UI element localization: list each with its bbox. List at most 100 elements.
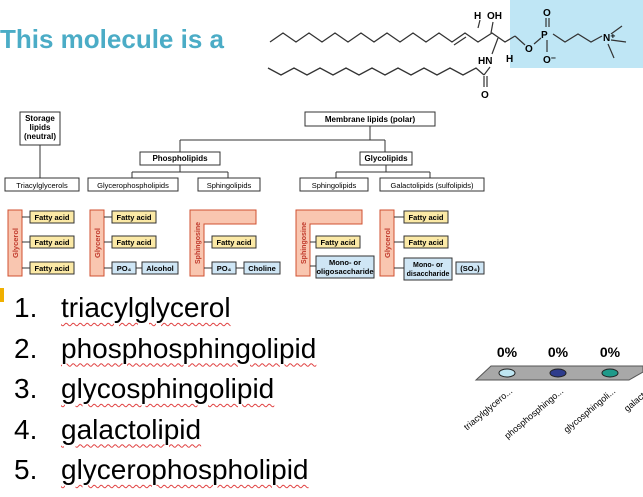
membrane-lipids-label: Membrane lipids (polar) — [325, 115, 416, 124]
option-text: triacylglycerol — [61, 292, 231, 323]
answer-option-4[interactable]: 4. galactolipid — [14, 410, 316, 451]
methyl-3 — [607, 43, 615, 59]
c2-n-bond — [491, 37, 499, 55]
poll-results: 0% 0% 0% triacylglycero... phosphosphing… — [462, 344, 643, 441]
gp-alcohol — [141, 261, 179, 275]
answer-option-3[interactable]: 3. glycosphingolipid — [14, 369, 316, 410]
answer-option-5[interactable]: 5. glycerophospholipid — [14, 450, 316, 491]
o-p-bond — [533, 37, 542, 45]
carbonyl-oxygen: O — [481, 90, 489, 101]
gs-saccharide-line-1: Mono- or — [329, 258, 361, 267]
gs-sphingosine — [295, 209, 363, 277]
poll-percent-3: 0% — [600, 344, 621, 360]
storage-line-3: (neutral) — [24, 132, 56, 141]
gal-glycerol-label: Glycerol — [383, 228, 392, 258]
n-plus: N⁺ — [603, 33, 616, 44]
gal-fa-1-label: Fatty acid — [408, 213, 443, 222]
slide-marker — [0, 288, 4, 302]
gs-fa — [315, 235, 361, 249]
ester-oxygen: O — [525, 44, 533, 55]
class-box-glycerophospholipids — [87, 177, 179, 192]
sp-po4-label: PO₄ — [217, 264, 232, 273]
amide-hn: HN — [478, 56, 492, 67]
gal-saccharide — [403, 257, 453, 281]
gal-fa-2-label: Fatty acid — [408, 238, 443, 247]
answer-options: 1.triacylglycerol 2.phosphosphingolipid … — [14, 288, 316, 491]
tag-fa-2 — [29, 235, 75, 249]
poll-dot-1 — [498, 368, 516, 378]
poll-label-4: galactol — [622, 386, 643, 414]
phospholipids-label: Phospholipids — [152, 154, 208, 163]
class-box-triacylglycerols — [4, 177, 80, 192]
sp-fa-label: Fatty acid — [216, 238, 251, 247]
class-box-galactolipids — [379, 177, 485, 192]
gs-fa-label: Fatty acid — [320, 238, 355, 247]
class-sphingolipids-2: Sphingolipids — [312, 181, 357, 190]
tag-fa-1 — [29, 210, 75, 224]
top-oxygen: O — [543, 8, 551, 19]
question-title: This molecule is a — [0, 24, 224, 54]
tag-glycerol-label: Glycerol — [11, 228, 20, 258]
gal-fa-2 — [403, 235, 449, 249]
storage-lipids-box — [19, 111, 61, 146]
option-text: glycerophospholipid — [61, 454, 309, 485]
storage-line-1: Storage — [25, 114, 55, 123]
o-minus: O⁻ — [543, 55, 556, 66]
answer-option-2[interactable]: 2. phosphosphingolipid — [14, 329, 316, 370]
tag-glycerol — [7, 209, 23, 277]
gal-so4-label: (SO₄) — [460, 264, 480, 273]
oh-group: OH — [487, 11, 502, 22]
gp-fa-1 — [111, 210, 157, 224]
poll-dot-2 — [549, 368, 567, 378]
glycolipids-label: Glycolipids — [364, 154, 408, 163]
sphingosine-chain — [269, 32, 516, 43]
gs-saccharide — [315, 255, 375, 279]
option-number: 5. — [14, 454, 38, 485]
amide-h: H — [506, 54, 513, 65]
sp-sphingosine — [189, 209, 257, 277]
option-text: glycosphingolipid — [61, 373, 275, 404]
option-text: phosphosphingolipid — [61, 332, 317, 364]
class-glycerophospholipids: Glycerophospholipids — [97, 181, 169, 190]
fatty-acid-chain — [267, 67, 485, 76]
option-number: 1. — [14, 292, 38, 323]
choline-chain — [552, 33, 603, 43]
poll-dot-3 — [601, 368, 619, 378]
tag-fa-2-label: Fatty acid — [34, 238, 69, 247]
h-atom: H — [474, 11, 481, 22]
gp-glycerol — [89, 209, 105, 277]
gp-alcohol-label: Alcohol — [146, 264, 174, 273]
poll-label-1: triacylglycero... — [462, 386, 514, 432]
class-galactolipids: Galactolipids (sulfolipids) — [391, 181, 474, 190]
molecule-structure: H OH O P O O⁻ N⁺ HN H O — [267, 0, 643, 101]
gal-glycerol — [379, 209, 395, 277]
gal-saccharide-line-2: disaccharide — [407, 271, 450, 278]
option-number: 2. — [14, 332, 38, 364]
amide-bond — [483, 66, 491, 76]
headgroup-highlight — [510, 0, 643, 68]
class-box-sphingolipids-2 — [299, 177, 369, 192]
poll-percent-2: 0% — [548, 344, 569, 360]
methyl-2 — [610, 39, 627, 43]
double-bond — [453, 36, 467, 46]
class-sphingolipids-1: Sphingolipids — [207, 181, 252, 190]
methyl-1 — [610, 25, 623, 35]
sp-choline — [243, 261, 281, 275]
poll-label-3: glycosphingoli... — [562, 386, 617, 435]
class-box-sphingolipids-1 — [197, 177, 261, 192]
poll-percent-1: 0% — [497, 344, 518, 360]
sp-sphingosine-label: Sphingosine — [195, 222, 202, 264]
sp-choline-label: Choline — [248, 264, 276, 273]
gp-fa-2 — [111, 235, 157, 249]
answer-option-1[interactable]: 1. triacylglycerol — [14, 288, 316, 329]
ester-bond — [514, 35, 526, 46]
h-bond — [477, 19, 481, 29]
option-number: 4. — [14, 413, 38, 445]
gp-fa-1-label: Fatty acid — [116, 213, 151, 222]
option-number: 3. — [14, 373, 38, 404]
gp-glycerol-label: Glycerol — [93, 228, 102, 258]
option-text: galactolipid — [61, 413, 202, 445]
gs-sphingosine-label: Sphingosine — [301, 222, 308, 264]
gal-so4 — [455, 261, 485, 275]
gp-po4-label: PO₄ — [117, 264, 132, 273]
